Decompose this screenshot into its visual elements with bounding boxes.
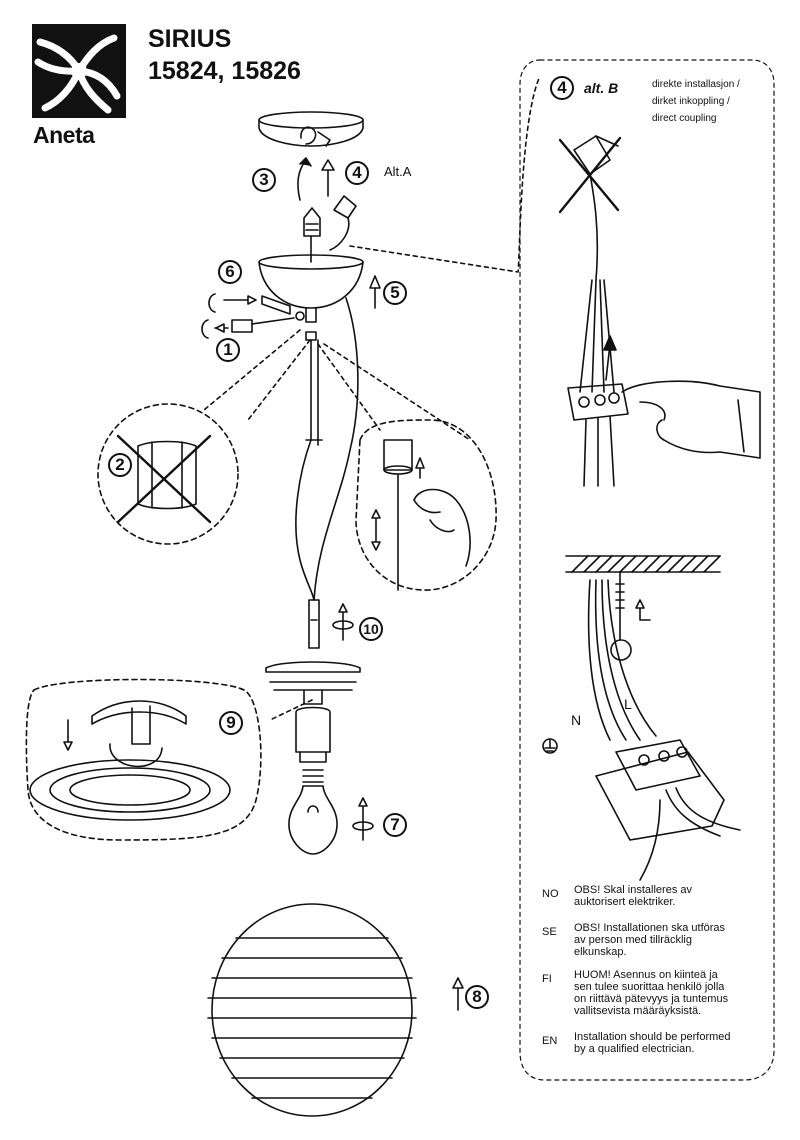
step-1-marker: 1 [216,338,240,362]
alt-b-label: alt. B [584,80,619,96]
lamp-canopy-cup [258,235,364,341]
warning-code-no: NO [542,888,559,900]
step-10-marker: 10 [359,617,383,641]
step8-arrow [452,977,464,1011]
warning-text-en: Installation should be performed by a qu… [574,1031,731,1055]
shade-holder-plate [265,661,361,705]
detail-circle-2 [97,403,239,545]
live-label: L [624,696,632,712]
detail-circle-9 [25,678,262,841]
earth-symbol-icon [542,738,558,754]
bulb-socket [295,706,331,763]
product-codes: 15824, 15826 [148,57,301,85]
direct-caption-1: direkte installasjon / [652,79,740,90]
wire-bundle [579,279,617,393]
neutral-label: N [571,712,582,728]
crossed-plug [558,135,622,281]
terminal-block-bottom [595,739,741,881]
warning-code-fi: FI [542,973,552,985]
step-9-marker: 9 [219,711,243,735]
step7-rotate-icon [352,797,374,841]
alt-b-panel-frame [519,59,775,1081]
hand-icon [621,380,761,459]
direct-caption-3: direct coupling [652,113,717,124]
warning-text-se: OBS! Installationen ska utföras av perso… [574,922,726,958]
aneta-logo-icon [32,24,126,118]
connector-plug [303,195,357,251]
step3-arrow [297,159,307,201]
height-adjuster [308,599,354,649]
screw-parts [201,293,305,339]
product-name: SIRIUS [148,25,232,53]
ceiling-canopy [258,111,364,147]
step-2-marker: 2 [108,453,132,477]
terminal-block-top [567,383,629,487]
warning-text-fi: HUOM! Asennus on kiinteä ja sen tulee su… [574,969,729,1017]
suspension-cable [295,297,359,601]
warning-code-se: SE [542,926,557,938]
step-5-marker: 5 [383,281,407,305]
detail-circle-cord-adjust [355,419,497,591]
warning-code-en: EN [542,1035,558,1047]
step-7-marker: 7 [383,813,407,837]
step-4b-marker: 4 [550,76,574,100]
step-3-marker: 3 [252,168,276,192]
light-bulb-icon [288,769,338,855]
ceiling-mount [565,555,721,741]
brand-name: Aneta [33,122,95,148]
direct-caption-2: dirket inkoppling / [652,96,730,107]
warning-text-no: OBS! Skal installeres av auktorisert ele… [574,884,692,908]
step-4-marker: 4 [345,161,369,185]
alt-a-label: Alt.A [384,164,412,179]
step-6-marker: 6 [218,260,242,284]
detail-leader-lines [203,75,541,721]
round-shade [207,903,417,1117]
step-8-marker: 8 [465,985,489,1009]
